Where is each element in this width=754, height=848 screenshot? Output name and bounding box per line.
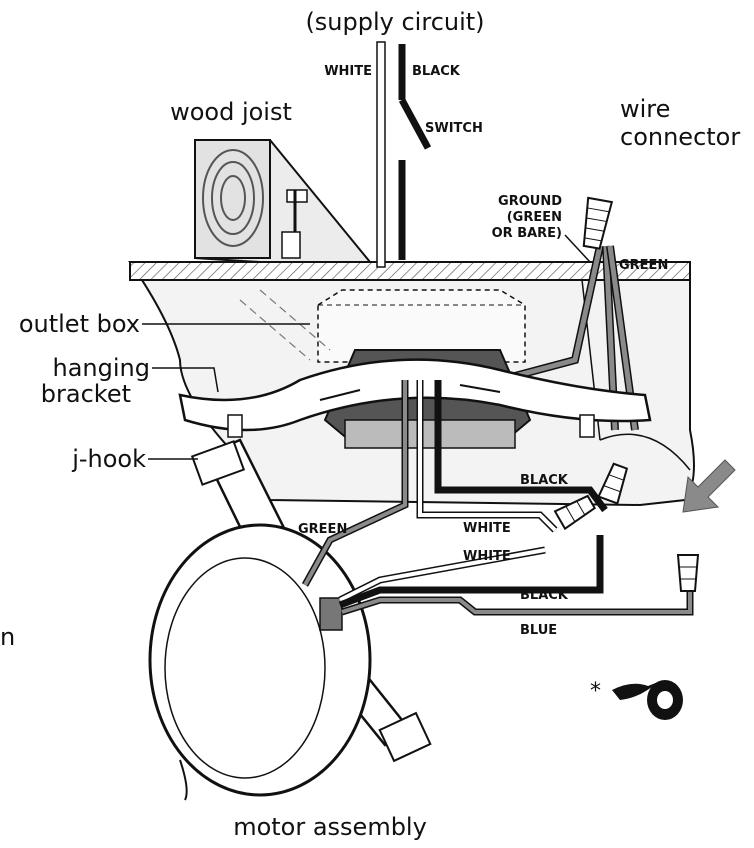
supply-circuit-label: (supply circuit) xyxy=(305,8,484,36)
hanging-bracket-leader xyxy=(152,367,219,393)
green-mid-label: GREEN xyxy=(298,522,347,537)
ceiling-board xyxy=(129,261,691,281)
white-mid-label-1: WHITE xyxy=(463,521,511,536)
down-left-arrow-icon xyxy=(682,459,736,513)
ground-leader xyxy=(564,234,591,263)
blue-label: BLUE xyxy=(520,623,557,638)
motor-assembly-label: motor assembly xyxy=(233,813,427,841)
hanging-bracket-label-2: bracket xyxy=(41,380,131,408)
black-wire-motor xyxy=(338,535,604,609)
outlet-box-label: outlet box xyxy=(19,310,140,338)
white-mid-label-2: WHITE xyxy=(463,549,511,564)
wire-connector-white xyxy=(553,494,597,531)
bracket-shadow xyxy=(344,419,516,449)
wire-connector-top xyxy=(582,196,614,250)
motor-assembly xyxy=(148,523,372,801)
bracket-slot-right xyxy=(459,384,501,393)
cut-edge-letter: n xyxy=(0,623,15,651)
wire-connector-black xyxy=(597,462,629,505)
ground-label-1: GROUND xyxy=(498,194,562,209)
outlet-box xyxy=(239,289,526,363)
wood-joist xyxy=(194,139,373,263)
black-wire-supply xyxy=(434,380,608,513)
j-hook-clip xyxy=(190,440,246,486)
wire-connector-label-2: connector xyxy=(620,123,740,151)
black-mid-label: BLACK xyxy=(520,473,569,488)
ground-label-3: OR BARE) xyxy=(492,226,562,241)
asterisk-label: * xyxy=(590,679,601,704)
green-right-label: GREEN xyxy=(619,258,668,273)
black-top-label: BLACK xyxy=(412,64,461,79)
bracket-screw-left xyxy=(227,414,243,438)
white-top-label: WHITE xyxy=(324,64,372,79)
wire-connector-blue xyxy=(676,554,700,592)
supply-wires xyxy=(376,41,432,268)
black-low-label: BLACK xyxy=(520,588,569,603)
switch-blade xyxy=(398,98,432,150)
hanging-bracket xyxy=(178,358,652,432)
bracket-screw-right xyxy=(579,414,595,438)
hanging-bracket-label-1: hanging xyxy=(53,354,150,382)
wire-connector-label-1: wire xyxy=(620,95,670,123)
wood-joist-label: wood joist xyxy=(170,98,292,126)
ground-label-2: (GREEN xyxy=(507,210,562,225)
electrical-tape-icon xyxy=(612,680,683,720)
bracket-slot-left xyxy=(319,389,361,401)
lower-clip xyxy=(378,711,432,763)
switch-label: SWITCH xyxy=(425,121,483,136)
j-hook-label: j-hook xyxy=(71,445,146,473)
